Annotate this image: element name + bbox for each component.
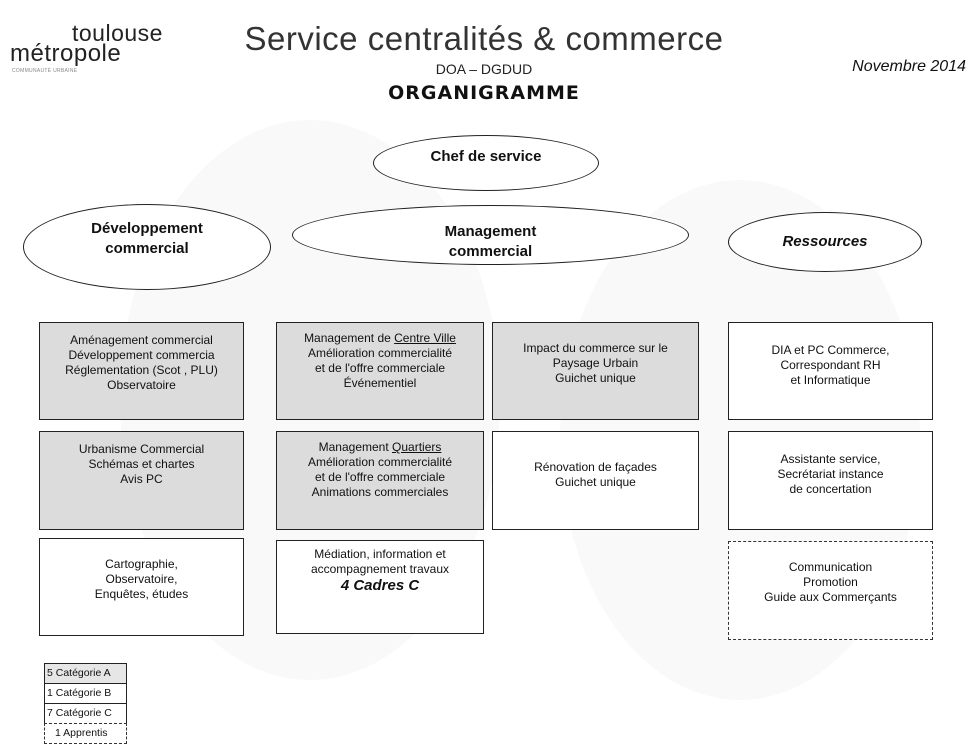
pole-developpement-label: Développement commercial: [91, 220, 203, 257]
box-line: Amélioration commercialité: [307, 346, 453, 360]
toulouse-metropole-logo: toulouse métropole COMMUNAUTÉ URBAINE: [10, 20, 190, 80]
box-line: Animations commerciales: [311, 485, 449, 499]
box-line: Guide aux Commerçants: [764, 590, 897, 604]
cadres-label: 4 Cadres C: [340, 577, 420, 594]
box-line: Cartographie,: [105, 557, 178, 571]
box-line: Communication: [788, 560, 873, 574]
box-mediation: Médiation, information et accompagnement…: [276, 540, 484, 634]
box-line: Observatoire: [107, 378, 176, 392]
box-cartographie: Cartographie, Observatoire, Enquêtes, ét…: [39, 538, 244, 636]
box-renovation-facades: Rénovation de façades Guichet unique: [492, 431, 699, 530]
box-impact-commerce: Impact du commerce sur le Paysage Urbain…: [492, 322, 699, 420]
centre-ville-underlined: Centre Ville: [394, 331, 456, 345]
organigramme-heading: ORGANIGRAMME: [388, 82, 580, 104]
category-legend: 5 Catégorie A 1 Catégorie B 7 Catégorie …: [44, 663, 127, 744]
box-line: Médiation, information et: [314, 547, 446, 561]
box-line: et Informatique: [790, 373, 871, 387]
box-line: Aménagement commercial: [70, 333, 213, 347]
box-line: de concertation: [789, 482, 872, 496]
box-line: Avis PC: [120, 472, 163, 486]
box-line: Enquêtes, études: [94, 587, 189, 601]
box-management-quartiers: Management Quartiers Amélioration commer…: [276, 431, 484, 530]
pole-ressources-label: Ressources: [782, 233, 868, 250]
page-title: Service centralités & commerce: [244, 20, 724, 57]
quartiers-underlined: Quartiers: [392, 440, 442, 454]
box-management-centre-ville: Management de Centre Ville Amélioration …: [276, 322, 484, 420]
logo-subtitle: COMMUNAUTÉ URBAINE: [12, 68, 78, 74]
box-line: Développement commercia: [68, 348, 215, 362]
box-line: Secrétariat instance: [777, 467, 884, 481]
box-line: Paysage Urbain: [552, 356, 639, 370]
logo-line-1: toulouse: [72, 20, 163, 46]
pole-developpement-node: Développement commercial: [23, 204, 271, 290]
box-line: Rénovation de façades: [534, 460, 657, 474]
box-line: Observatoire,: [105, 572, 178, 586]
box-line: Guichet unique: [555, 475, 636, 489]
box-line: Correspondant RH: [780, 358, 881, 372]
box-line: Promotion: [803, 575, 858, 589]
box-communication: Communication Promotion Guide aux Commer…: [728, 541, 933, 640]
box-line: Guichet unique: [555, 371, 636, 385]
chef-de-service-label: Chef de service: [430, 148, 542, 165]
page-subtitle: DOA – DGDUD: [435, 61, 533, 77]
legend-apprentis: 1 Apprentis: [44, 723, 127, 744]
box-heading-prefix: Management: [318, 440, 393, 454]
box-line: Réglementation (Scot , PLU): [65, 363, 218, 377]
chef-de-service-node: Chef de service: [373, 135, 599, 191]
box-heading-line: Management de Centre Ville: [277, 331, 483, 346]
box-line: Impact du commerce sur le: [523, 341, 668, 355]
box-heading-line: Management Quartiers: [277, 440, 483, 455]
box-line: Amélioration commercialité: [307, 455, 453, 469]
date-label: Novembre 2014: [852, 58, 966, 75]
box-heading-prefix: Management de: [304, 331, 395, 345]
box-line: accompagnement travaux: [310, 562, 450, 576]
box-line: Urbanisme Commercial: [78, 442, 205, 456]
box-amenagement-commercial: Aménagement commercial Développement com…: [39, 322, 244, 420]
logo-line-2: métropole: [10, 40, 122, 67]
pole-management-node: Management commercial: [292, 205, 689, 265]
legend-categorie-c: 7 Catégorie C: [44, 703, 127, 724]
legend-categorie-b: 1 Catégorie B: [44, 683, 127, 704]
box-line: Assistante service,: [780, 452, 881, 466]
box-line: Événementiel: [343, 376, 417, 390]
box-dia-pc-commerce: DIA et PC Commerce, Correspondant RH et …: [728, 322, 933, 420]
box-assistante-service: Assistante service, Secrétariat instance…: [728, 431, 933, 530]
box-line: et de l'offre commerciale: [314, 361, 446, 375]
pole-management-label: Management commercial: [444, 223, 537, 260]
box-urbanisme-commercial: Urbanisme Commercial Schémas et chartes …: [39, 431, 244, 530]
legend-categorie-a: 5 Catégorie A: [44, 663, 127, 684]
box-line: Schémas et chartes: [88, 457, 195, 471]
box-line: DIA et PC Commerce,: [771, 343, 890, 357]
box-line: et de l'offre commerciale: [314, 470, 446, 484]
pole-ressources-node: Ressources: [728, 212, 922, 272]
